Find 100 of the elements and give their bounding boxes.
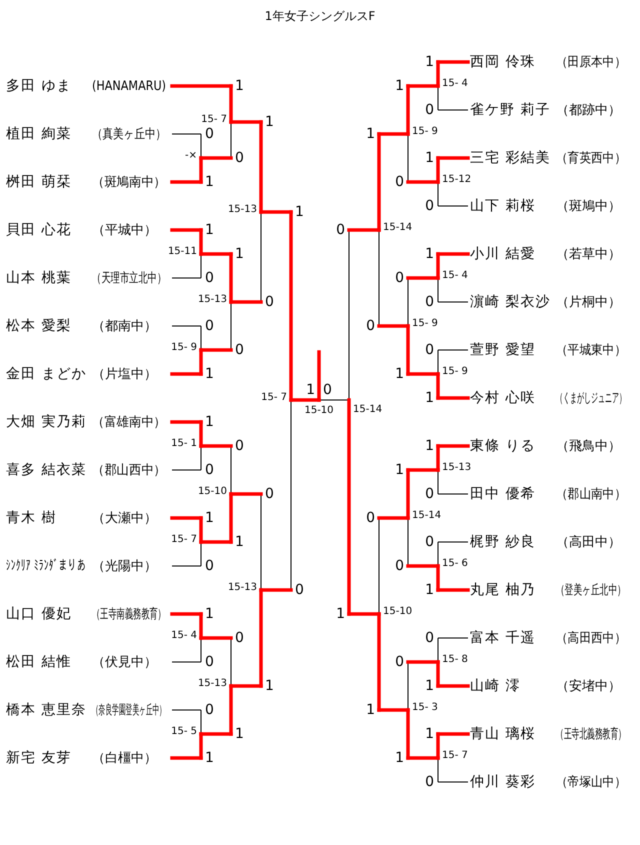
- school-name: （高田中）: [556, 536, 621, 549]
- match-score: 15-14: [412, 511, 442, 521]
- game-count: 0: [425, 535, 434, 549]
- player-name: 山本 桃葉: [6, 271, 72, 285]
- game-count: 1: [425, 247, 434, 261]
- player-name: 仲川 葵彩: [470, 775, 536, 789]
- player-name: 桝田 萌栞: [6, 175, 72, 189]
- title: 1年女子シングルスF: [264, 10, 376, 22]
- game-count: 1: [306, 383, 315, 397]
- game-count: 0: [205, 319, 214, 333]
- match-score: 15- 5: [171, 727, 197, 737]
- game-count: 1: [425, 55, 434, 69]
- school-name: （若草中）: [556, 248, 621, 261]
- player-name: 西岡 伶珠: [470, 55, 536, 69]
- player-name: 丸尾 柚乃: [470, 583, 536, 597]
- school-name: （都南中）: [92, 320, 157, 333]
- game-count: 0: [235, 631, 244, 645]
- player-name: 青山 璃桜: [470, 727, 536, 741]
- game-count: 1: [265, 679, 274, 693]
- game-count: 0: [265, 295, 274, 309]
- school-name: （王寺北義務教育）: [556, 728, 626, 741]
- game-count: 1: [235, 535, 244, 549]
- game-count: 0: [323, 383, 332, 397]
- game-count: 1: [395, 751, 404, 765]
- school-name: （白橿中）: [92, 752, 157, 765]
- game-count: 1: [295, 205, 304, 219]
- match-score: 15- 9: [412, 127, 438, 137]
- game-count: 1: [395, 463, 404, 477]
- game-count: 0: [425, 343, 434, 357]
- school-name: （奈良学園登美ヶ丘中）: [92, 704, 166, 717]
- game-count: 1: [205, 367, 214, 381]
- player-name: 山崎 澪: [470, 679, 520, 693]
- player-name: 大畑 実乃莉: [6, 415, 86, 429]
- match-score: 15- 9: [412, 319, 438, 329]
- match-score: 15- 7: [261, 393, 287, 403]
- school-name: （斑鳩南中）: [92, 176, 166, 189]
- school-name: （片桐中）: [556, 296, 621, 309]
- player-name: 雀ケ野 莉子: [470, 103, 550, 117]
- player-name: 今村 心咲: [470, 391, 536, 405]
- school-name: （飛鳥中）: [556, 440, 621, 453]
- player-name: 松田 結惟: [6, 655, 72, 669]
- game-count: 1: [425, 391, 434, 405]
- match-score: 15-13: [198, 679, 227, 689]
- school-name: （片塩中）: [92, 368, 157, 381]
- game-count: 1: [425, 439, 434, 453]
- game-count: 0: [425, 199, 434, 213]
- game-count: 0: [425, 295, 434, 309]
- match-score: 15- 6: [442, 559, 468, 569]
- game-count: 0: [425, 487, 434, 501]
- game-count: 0: [205, 703, 214, 717]
- game-count: 0: [395, 559, 404, 573]
- match-score: 15-10: [304, 406, 334, 416]
- player-name: 青木 樹: [6, 511, 56, 525]
- game-count: 1: [366, 127, 375, 141]
- game-count: 1: [235, 247, 244, 261]
- game-count: 0: [235, 151, 244, 165]
- match-score: 15-11: [168, 247, 197, 257]
- game-count: 1: [395, 367, 404, 381]
- match-score: 15- 9: [442, 367, 468, 377]
- school-name: （高田西中）: [556, 632, 626, 645]
- player-name: 山口 優妃: [6, 607, 72, 621]
- match-score: 15-13: [228, 205, 257, 215]
- game-count: 1: [235, 727, 244, 741]
- school-name: （天理市立北中）: [92, 272, 166, 285]
- match-score: 15- 9: [171, 343, 197, 353]
- match-score: 15-14: [383, 223, 412, 233]
- game-count: 0: [366, 319, 375, 333]
- game-count: 0: [235, 343, 244, 357]
- school-name: （平城東中）: [556, 344, 626, 357]
- game-count: 0: [395, 175, 404, 189]
- game-count: 1: [425, 583, 434, 597]
- game-count: 0: [395, 271, 404, 285]
- player-name: 植田 絢菜: [6, 127, 72, 141]
- game-count: 0: [336, 223, 345, 237]
- game-count: 1: [425, 727, 434, 741]
- game-count: 1: [205, 415, 214, 429]
- game-count: 1: [425, 151, 434, 165]
- match-score: 15-10: [383, 607, 412, 617]
- match-score: -×: [185, 151, 197, 161]
- player-name: 東條 りる: [470, 439, 536, 453]
- school-name: （安堵中）: [556, 680, 621, 693]
- player-name: 三宅 彩結美: [470, 151, 550, 165]
- game-count: 0: [366, 511, 375, 525]
- school-name: （大瀬中）: [92, 512, 157, 525]
- match-score: 15- 4: [171, 631, 197, 641]
- player-name: 貝田 心花: [6, 223, 72, 237]
- player-name: 松本 愛梨: [6, 319, 72, 333]
- match-score: 15-12: [442, 175, 472, 185]
- game-count: 0: [205, 463, 214, 477]
- match-score: 15- 8: [442, 655, 468, 665]
- game-count: 1: [366, 703, 375, 717]
- game-count: 1: [425, 679, 434, 693]
- game-count: 1: [205, 511, 214, 525]
- game-count: 0: [265, 487, 274, 501]
- player-name: 濵崎 梨衣沙: [470, 295, 550, 309]
- school-name: （真美ヶ丘中）: [92, 128, 166, 141]
- game-count: 0: [205, 559, 214, 573]
- match-score: 15- 1: [171, 439, 197, 449]
- match-score: 15- 4: [442, 271, 468, 281]
- school-name: （田原本中）: [556, 56, 626, 69]
